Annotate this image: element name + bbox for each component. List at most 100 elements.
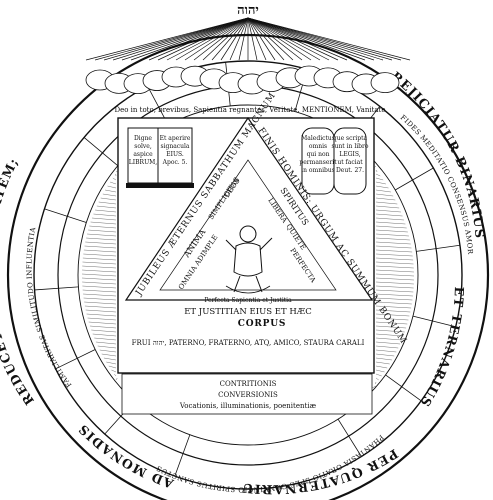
ray	[238, 17, 249, 61]
tablet-line: LIBRUM,	[129, 159, 157, 166]
hatch-line	[96, 205, 117, 209]
hatch-line	[375, 201, 398, 205]
hatch-line	[375, 261, 414, 265]
tablet-line: Et aperire	[160, 135, 191, 142]
hatch-line	[102, 193, 117, 197]
hatch-line	[99, 349, 117, 353]
ray	[247, 17, 402, 61]
hatch-line	[375, 273, 415, 277]
hatch-line	[375, 353, 395, 357]
hatch-line	[84, 245, 117, 249]
tablet-line: Deut. 27.	[336, 167, 364, 174]
hatch-line	[88, 229, 117, 233]
hatch-line	[375, 301, 412, 305]
hatch-line	[375, 305, 412, 309]
ray	[247, 17, 357, 61]
hatch-line	[108, 365, 117, 369]
middle-ring-left-text: FAMILIARITAS SIMILITUDO INFLUENTIA	[26, 226, 74, 389]
ray	[229, 17, 249, 61]
hatch-line	[82, 285, 117, 289]
triangle-base-text: FRUI יהוה, PATERNO, FRATERNO, ATQ, AMICO…	[132, 339, 365, 347]
hatch-line	[375, 189, 391, 193]
ray	[247, 17, 267, 61]
outer-ring-inner-edge	[33, 60, 463, 490]
hatch-line	[375, 285, 414, 289]
tablet-line: LEGIS,	[339, 151, 360, 158]
hatch-line	[375, 229, 408, 233]
hatch-line	[375, 313, 410, 317]
ring-word: FAMILIARITAS	[37, 331, 73, 389]
ray	[247, 17, 294, 61]
ray	[247, 17, 276, 61]
hatch-line	[111, 369, 117, 373]
hatch-line	[375, 241, 411, 245]
hatch-line	[375, 329, 405, 333]
hatch-line	[107, 185, 117, 189]
hatch-line	[112, 177, 117, 181]
segment-divider	[174, 434, 191, 477]
segment-divider	[55, 349, 96, 370]
ray	[103, 17, 249, 61]
hatch-line	[82, 277, 117, 281]
segment-divider	[385, 374, 422, 402]
hatch-line	[86, 313, 117, 317]
hatch-line	[88, 321, 117, 325]
segment-divider	[34, 286, 79, 291]
ray	[247, 17, 321, 61]
ring-hatching	[81, 165, 415, 389]
ray	[247, 17, 393, 61]
hatch-line	[82, 269, 117, 273]
segment-divider	[416, 244, 460, 252]
hatch-line	[101, 353, 117, 357]
ray	[121, 17, 249, 61]
hatch-line	[375, 337, 402, 341]
ray	[166, 17, 249, 61]
hatch-line	[82, 261, 117, 265]
ray	[247, 17, 303, 61]
bottom-band-line: CONTRITIONIS	[220, 380, 277, 388]
bottom-band	[121, 373, 373, 415]
hatch-line	[97, 345, 117, 349]
hatch-line	[375, 281, 414, 285]
hatch-line	[375, 217, 405, 221]
tablet-line: qui non	[307, 151, 330, 158]
ray	[247, 17, 366, 61]
tablet-line: signacula	[160, 143, 189, 150]
hatch-line	[375, 253, 413, 257]
top-band-text: Deo in toto, brevibus, Sapientia regnant…	[114, 106, 385, 114]
hatch-line	[375, 369, 385, 373]
segment-divider	[83, 137, 119, 167]
triangle-bottom-line: ET JUSTITIAN EIUS ET HÆC	[184, 307, 312, 317]
hatch-line	[372, 385, 377, 389]
ring-word: SIMILITUDO	[26, 279, 45, 333]
hatch-line	[103, 357, 117, 361]
hatch-line	[375, 177, 384, 181]
hatch-line	[375, 181, 386, 185]
tablet-line: sunt in libro	[332, 143, 369, 150]
ray	[211, 17, 249, 61]
hatch-line	[373, 165, 377, 169]
hatch-line	[87, 233, 117, 237]
tablet-line: solve,	[134, 143, 152, 150]
hatch-line	[84, 305, 117, 309]
hatch-line	[375, 333, 404, 337]
tablet-line: omnis	[309, 143, 327, 150]
segment-divider	[44, 208, 87, 223]
tablet-line: Maledictus	[301, 135, 335, 142]
ray	[220, 17, 249, 61]
outer-ring-right-lower-text: ET TERNARIUS	[417, 286, 467, 410]
segment-divider	[337, 418, 362, 457]
hatch-line	[375, 317, 409, 321]
ray	[202, 17, 249, 61]
hatch-line	[105, 189, 117, 193]
tablet-line: ut faciat	[337, 159, 363, 166]
hatch-line	[106, 361, 117, 365]
hatch-line	[375, 349, 397, 353]
hatch-line	[82, 289, 117, 293]
ray	[85, 17, 249, 61]
